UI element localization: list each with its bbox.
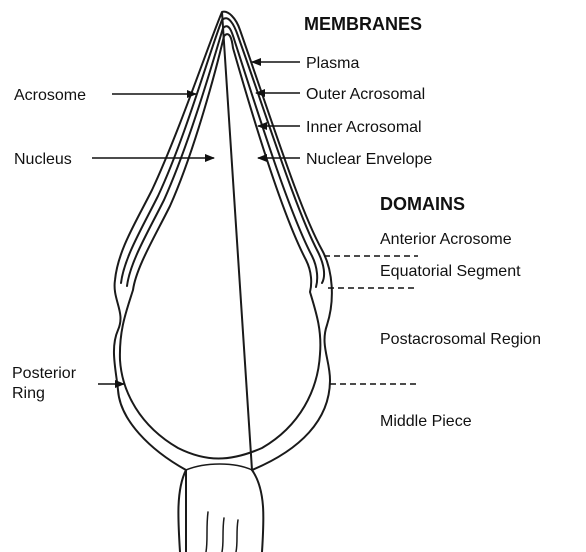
posterior-ring-label-line1: Posterior	[12, 365, 77, 382]
nuclear-envelope-label: Nuclear Envelope	[306, 151, 432, 168]
inner-acrosomal-label: Inner Acrosomal	[306, 119, 422, 136]
membrane-labels: Plasma Outer Acrosomal Inner Acrosomal N…	[252, 55, 432, 168]
equatorial-segment-label: Equatorial Segment	[380, 263, 521, 280]
axoneme-fiber-1	[206, 512, 208, 552]
nuclear-envelope-outline	[120, 34, 320, 458]
plasma-label: Plasma	[306, 55, 359, 72]
midpiece	[178, 470, 186, 552]
acrosome-label: Acrosome	[14, 87, 86, 104]
axoneme-fiber-3	[236, 520, 238, 552]
outer-acrosomal-label: Outer Acrosomal	[306, 86, 425, 103]
postacrosomal-region-label: Postacrosomal Region	[380, 331, 541, 348]
middle-piece-label: Middle Piece	[380, 413, 472, 430]
inner-acrosomal-membrane	[127, 26, 317, 287]
domains-header: DOMAINS	[380, 194, 465, 214]
anterior-acrosome-label: Anterior Acrosome	[380, 231, 512, 248]
nucleus-label: Nucleus	[14, 151, 72, 168]
posterior-ring-label-line2: Ring	[12, 385, 45, 402]
midpiece-cap	[186, 464, 252, 470]
midpiece-right	[252, 470, 263, 552]
axoneme-fiber-2	[222, 518, 224, 552]
membranes-header: MEMBRANES	[304, 14, 422, 34]
domain-labels: Anterior Acrosome Equatorial Segment Pos…	[324, 231, 541, 430]
